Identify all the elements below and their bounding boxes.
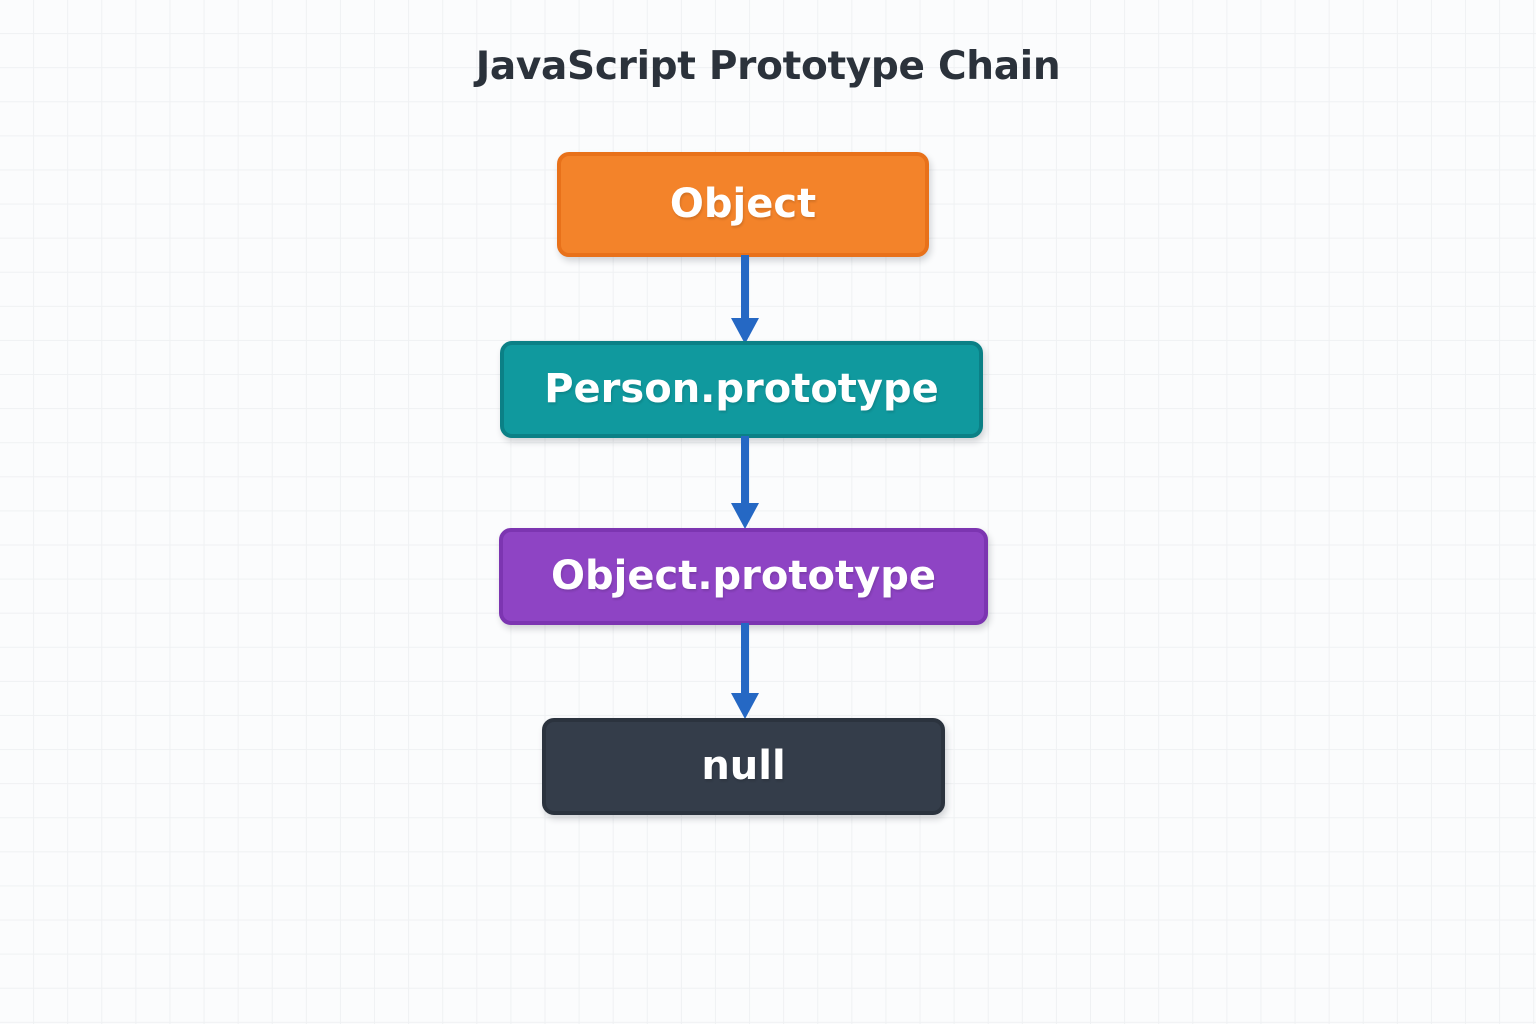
node-person-prototype-label: Person.prototype (544, 365, 939, 412)
node-object-prototype-label: Object.prototype (551, 552, 936, 599)
arrow-head-icon (731, 693, 759, 719)
node-object-prototype[interactable]: Object.prototype (499, 528, 988, 625)
node-null-label: null (701, 742, 786, 789)
page-title: JavaScript Prototype Chain (475, 44, 1061, 89)
node-person-prototype[interactable]: Person.prototype (500, 341, 983, 438)
arrow-shaft (741, 255, 749, 321)
arrow-object-prototype-to-null (717, 623, 773, 720)
node-null[interactable]: null (542, 718, 945, 815)
arrow-shaft (741, 623, 749, 696)
arrow-object-to-person-prototype (717, 255, 773, 345)
arrow-head-icon (731, 318, 759, 344)
arrow-shaft (741, 436, 749, 506)
node-object[interactable]: Object (557, 152, 929, 257)
arrow-person-prototype-to-object-prototype (717, 436, 773, 530)
arrow-head-icon (731, 503, 759, 529)
node-object-label: Object (669, 180, 817, 227)
